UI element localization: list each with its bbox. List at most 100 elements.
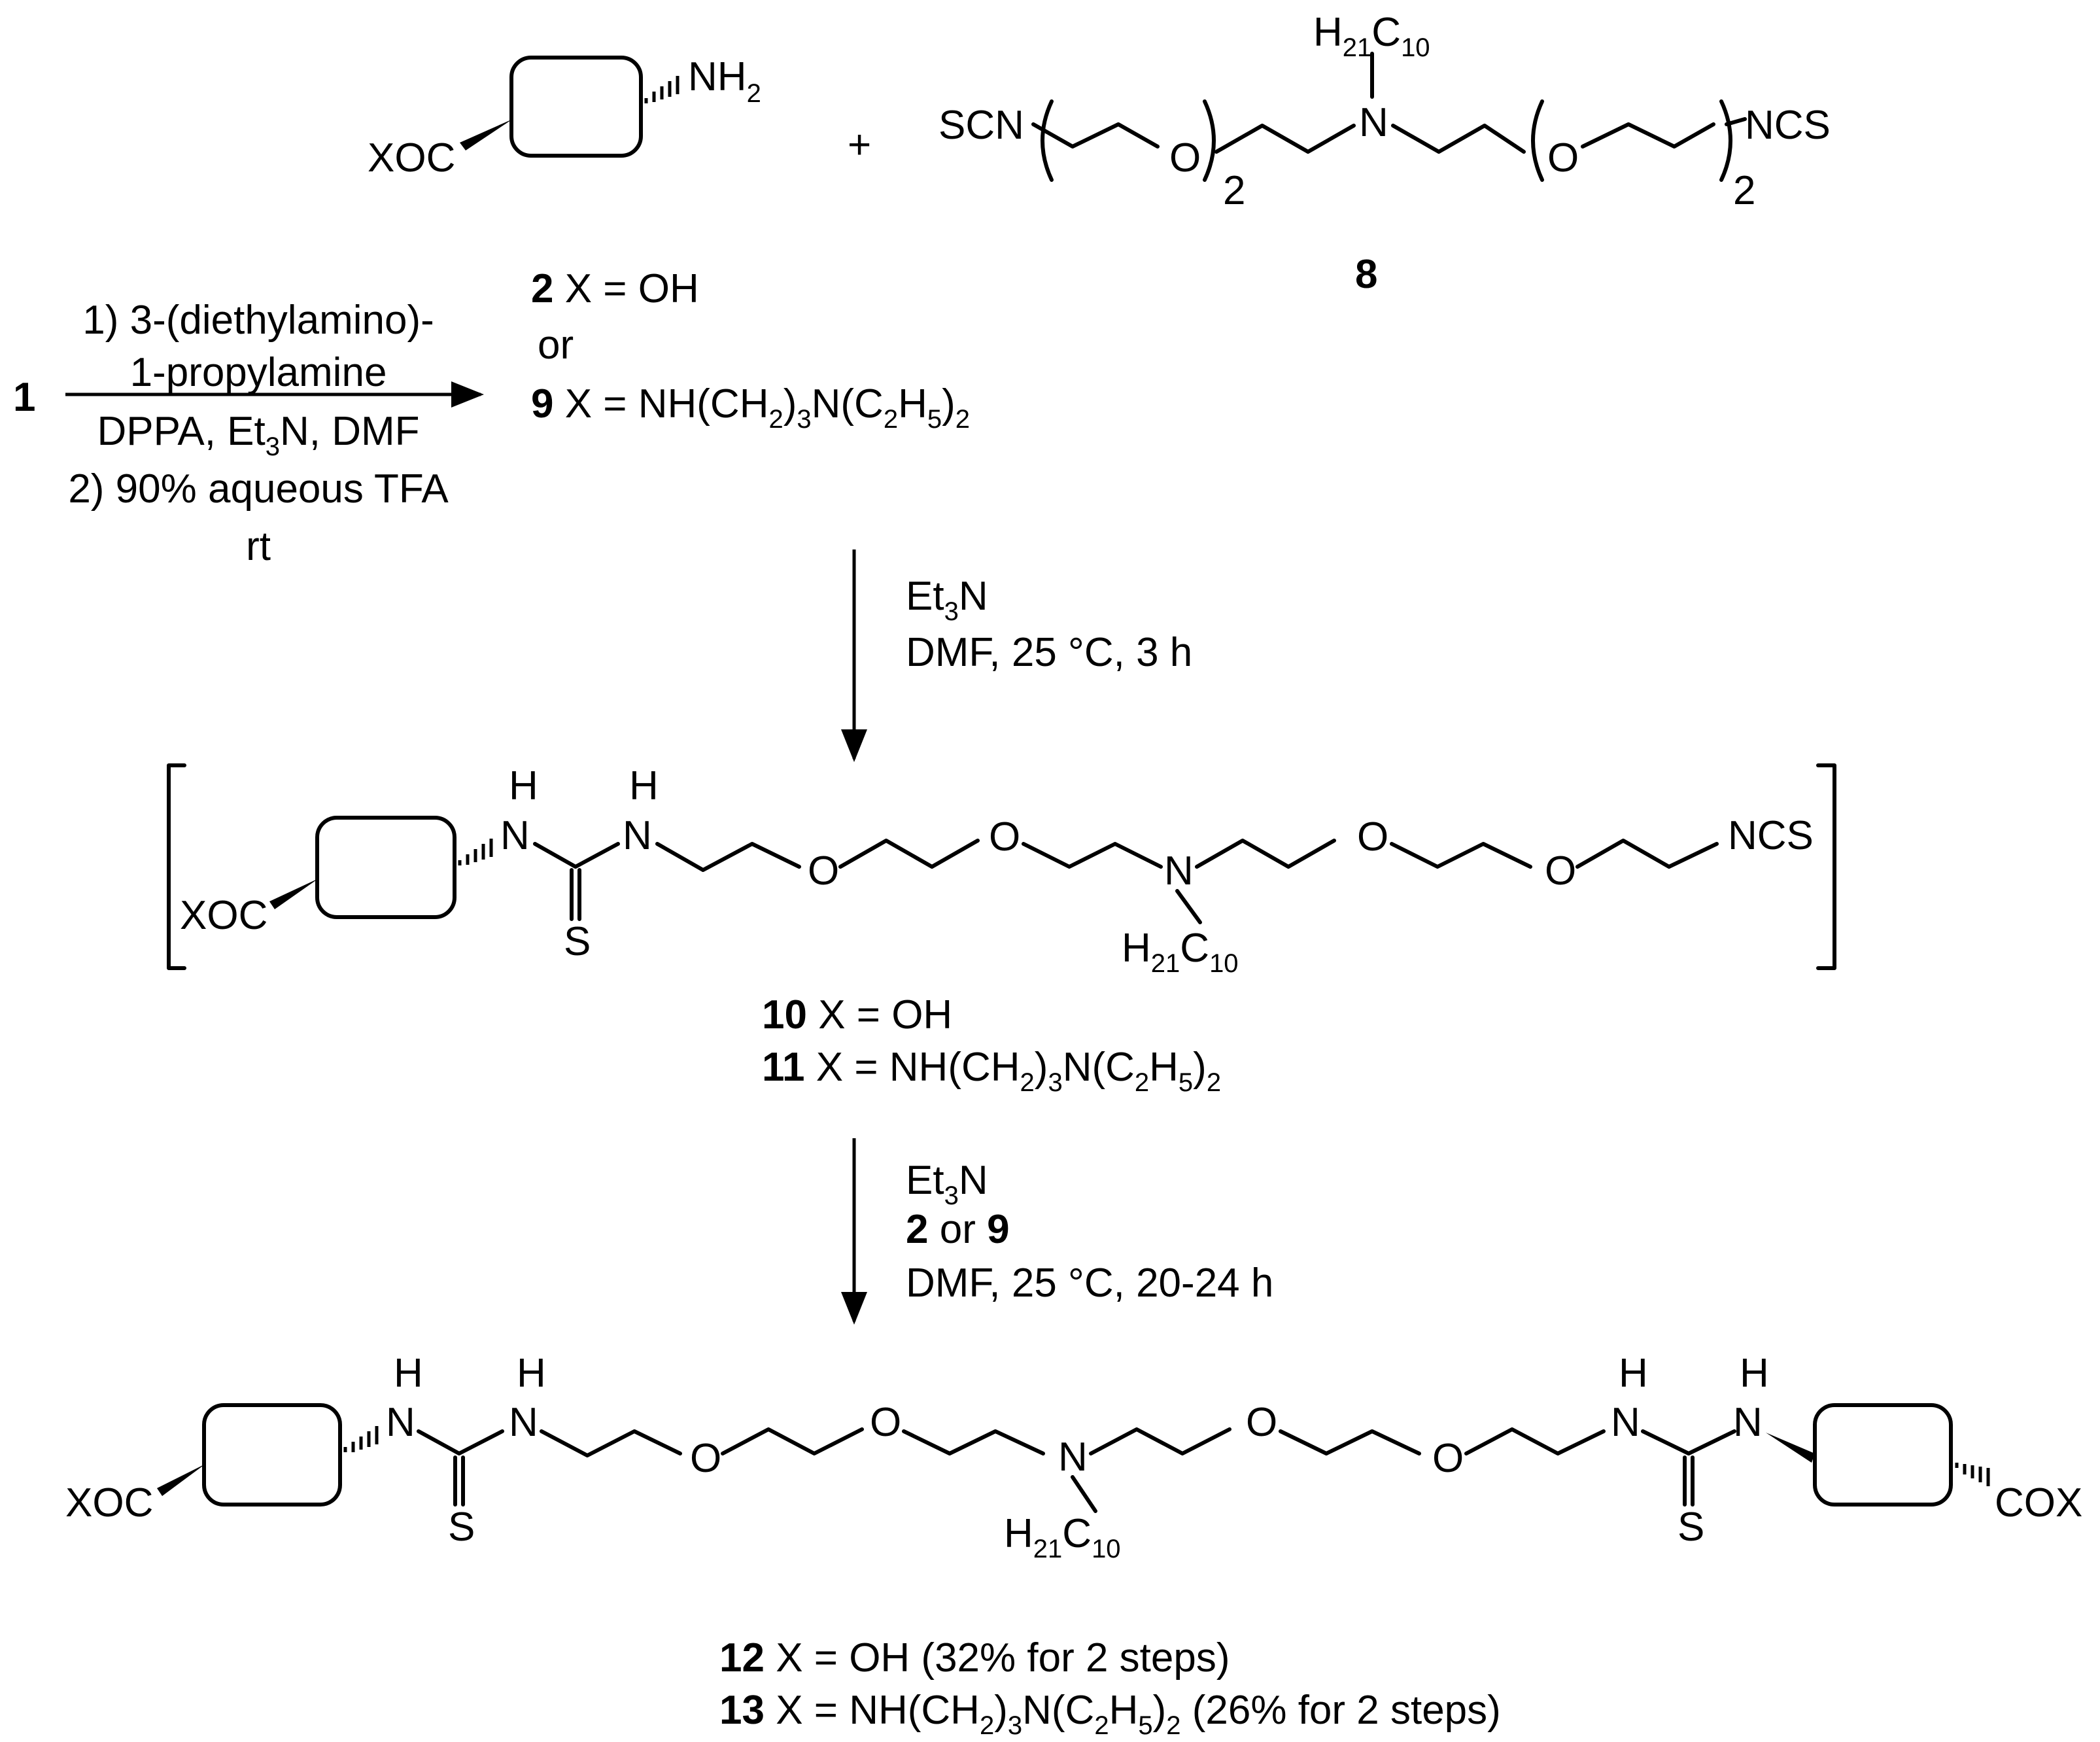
compound-number-1: 1 [13, 375, 35, 420]
square-bracket-right [1816, 763, 1836, 970]
nh-hydrogen-label: H [517, 1351, 546, 1396]
nh-hydrogen-label: H [1740, 1351, 1769, 1396]
condition-line: 1) 3-(diethylamino)- [82, 298, 434, 343]
repeat-count-right: 2 [1733, 168, 1755, 213]
condition-line: 2) 90% aqueous TFA [68, 466, 449, 512]
hash-bond [644, 76, 680, 103]
compound-13-line: 13 X = NH(CH2)3N(C2H5)2 (26% for 2 steps… [719, 1688, 1501, 1740]
acyl-group-label: XOC [180, 893, 267, 938]
repeat-bracket-right-open [1531, 99, 1544, 182]
oxygen-label: O [1169, 135, 1201, 181]
peg-chain [1390, 842, 1532, 869]
condition-line: Et3N [906, 1158, 988, 1210]
acyl-group-label: XOC [368, 135, 455, 181]
decyl-label: H21C10 [1122, 926, 1239, 978]
central-nitrogen-label: N [1058, 1435, 1088, 1480]
wedge-bond [269, 879, 318, 909]
decyl-label: H21C10 [1004, 1511, 1121, 1563]
oxygen-label: O [1547, 135, 1579, 181]
scn-label: SCN [938, 103, 1024, 148]
wedge-bond [460, 119, 513, 150]
nh-nitrogen-label: N [1733, 1400, 1763, 1445]
oxygen-label: O [808, 848, 839, 894]
sulfur-label: S [564, 919, 591, 964]
decyl-label: H21C10 [1313, 10, 1430, 62]
nh-nitrogen-label: N [623, 813, 652, 858]
oxygen-label: O [1357, 814, 1388, 860]
nh-nitrogen-label: N [509, 1400, 538, 1445]
repeat-bracket-left-close [1203, 99, 1216, 182]
peg-chain [1464, 1427, 1606, 1455]
thiourea-bond [1641, 1429, 1736, 1455]
compound-10-line: 10 X = OH [762, 992, 952, 1037]
peg-chain-right [1581, 122, 1715, 148]
product-12-13-structure: XOC H N S H N O O N H21C10 O O H N [65, 1351, 2082, 1563]
step2-conditions: Et3N DMF, 25 °C, 3 h [906, 574, 1192, 675]
reagent-8-structure: SCN O 2 N H21C10 O 2 NCS [938, 10, 1831, 213]
hash-bond [458, 839, 493, 865]
peg-chain [540, 1429, 682, 1457]
amine-label: NH2 [688, 54, 761, 108]
cyclohexane-ring [1813, 1403, 1953, 1507]
wedge-bond [157, 1464, 205, 1496]
hash-bond [343, 1426, 379, 1452]
oxygen-label: O [1432, 1436, 1464, 1481]
oxygen-label: O [989, 814, 1020, 860]
oxygen-label: O [1246, 1400, 1277, 1445]
acyl-group-label: XOC [65, 1480, 153, 1525]
peg-chain [1279, 1429, 1421, 1455]
nh-nitrogen-label: N [500, 813, 530, 858]
compound-2-line: 2 X = OH [531, 266, 699, 311]
ncs-label: NCS [1728, 813, 1814, 858]
condition-line: Et3N [906, 574, 988, 626]
peg-chain [721, 1427, 864, 1455]
peg-chain [1575, 839, 1719, 869]
square-bracket-left [167, 763, 186, 970]
condition-line: 1-propylamine [130, 350, 387, 395]
reactant-cyclohexane-amine: XOC NH2 [368, 54, 761, 181]
condition-line: DMF, 25 °C, 3 h [906, 630, 1192, 675]
peg-chain [1089, 1427, 1231, 1455]
repeat-bracket-right-close [1719, 99, 1732, 182]
peg-chain [902, 1429, 1045, 1455]
peg-chain [838, 839, 980, 869]
wedge-bond [1766, 1433, 1815, 1463]
hash-bond [1955, 1463, 1990, 1486]
compound-10-11-legend: 10 X = OH 11 X = NH(CH2)3N(C2H5)2 [762, 992, 1221, 1097]
nh-hydrogen-label: H [629, 763, 659, 809]
ethyl-linker-left [1214, 124, 1356, 154]
compound-11-line: 11 X = NH(CH2)3N(C2H5)2 [762, 1045, 1221, 1097]
ethyl-linker-right [1391, 124, 1526, 154]
step3-conditions: Et3N 2 or 9 DMF, 25 °C, 20-24 h [906, 1158, 1273, 1306]
ncs-bond [1725, 117, 1747, 126]
oxygen-label: O [690, 1436, 721, 1481]
thiourea-bond [533, 842, 620, 869]
compound-9-line: 9 X = NH(CH2)3N(C2H5)2 [531, 381, 970, 434]
central-nitrogen-label: N [1164, 848, 1194, 894]
condition-line: rt [246, 524, 271, 569]
sulfur-label: S [1678, 1505, 1704, 1550]
nh-hydrogen-label: H [394, 1351, 423, 1396]
oxygen-label: O [1545, 848, 1576, 894]
condition-line: 2 or 9 [906, 1207, 1010, 1252]
cyclohexane-ring [315, 816, 456, 919]
compound-number-8: 8 [1355, 252, 1377, 297]
nh-nitrogen-label: N [1611, 1400, 1640, 1445]
cyclohexane-ring [202, 1403, 342, 1507]
n-decyl-bond [1175, 889, 1202, 924]
repeat-bracket-left-open [1041, 99, 1054, 182]
or-text: or [538, 322, 574, 368]
nh-hydrogen-label: H [1619, 1351, 1648, 1396]
plus-sign: + [848, 122, 871, 167]
peg-chain-left [1031, 122, 1160, 148]
repeat-count-left: 2 [1223, 168, 1245, 213]
nh-hydrogen-label: H [509, 763, 538, 809]
condition-line: DPPA, Et3N, DMF [97, 409, 419, 461]
ncs-label: NCS [1745, 103, 1831, 148]
n-decyl-bond [1071, 1475, 1097, 1513]
condition-line: DMF, 25 °C, 20-24 h [906, 1261, 1273, 1306]
oxygen-label: O [870, 1400, 901, 1445]
cyclohexane-ring [509, 56, 643, 158]
thiourea-bond [417, 1429, 504, 1455]
